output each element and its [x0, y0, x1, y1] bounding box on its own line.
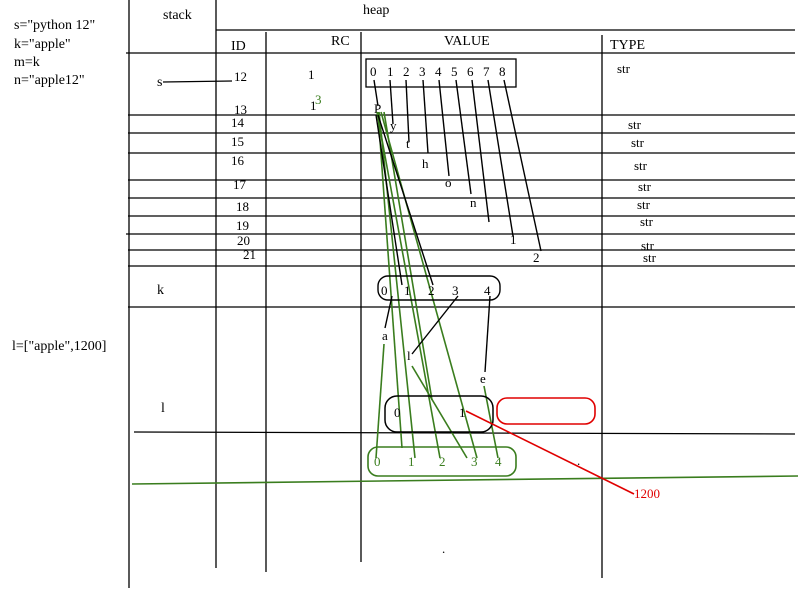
array-index: 2: [403, 64, 410, 79]
array-index: 1: [387, 64, 394, 79]
array-index: 0: [394, 405, 401, 420]
array-index: 0: [374, 454, 381, 469]
id-cell: 20: [237, 233, 250, 248]
value-1200-label: 1200: [634, 486, 660, 501]
code-line: m=k: [14, 55, 40, 70]
l-array: 0 1: [384, 395, 596, 433]
string-char: h: [422, 156, 429, 171]
source-code: s="python 12" k="apple" m=k n="apple12" …: [12, 18, 106, 354]
type-cell: str: [628, 117, 642, 132]
id-cell: 21: [243, 247, 256, 262]
type-header: TYPE: [610, 38, 645, 53]
type-cell: str: [640, 214, 654, 229]
type-cell: str: [637, 197, 651, 212]
type-cell: str: [631, 135, 645, 150]
string-char: y: [390, 118, 397, 133]
green-array-box: [367, 446, 517, 477]
k-char: a: [382, 328, 388, 343]
array-index: 2: [439, 454, 446, 469]
k-array: 0 1 2 3 4 a l e: [377, 275, 501, 386]
stray-dot: .: [577, 453, 580, 468]
k-char: l: [407, 348, 411, 363]
array-index: 3: [419, 64, 426, 79]
stack-header: stack: [163, 8, 192, 23]
id-cell: 13: [234, 102, 247, 117]
code-line: n="apple12": [14, 73, 85, 88]
id-cell: 12: [234, 69, 247, 84]
column-headers: stack heap ID RC VALUE TYPE: [163, 3, 645, 54]
string-char: o: [445, 175, 452, 190]
array-index: 0: [381, 283, 388, 298]
type-cell: str: [617, 61, 631, 76]
stack-var-s: s: [157, 75, 162, 90]
type-cell: str: [634, 158, 648, 173]
id-cell: 19: [236, 218, 249, 233]
rc-cell: 1: [310, 98, 317, 113]
array-index: 0: [370, 64, 377, 79]
array-index: 3: [452, 283, 459, 298]
string-array-pointers: [373, 79, 542, 252]
array-index: 6: [467, 64, 474, 79]
array-index: 4: [484, 283, 491, 298]
stack-pointer-arrow: [162, 80, 233, 83]
array-index: 2: [428, 283, 435, 298]
array-index: 4: [495, 454, 502, 469]
string-array-box: [365, 58, 517, 88]
k-array-pointers: [384, 295, 491, 373]
k-array-box: [377, 275, 501, 301]
type-cell: str: [641, 238, 655, 253]
rc-cell: 1: [308, 67, 315, 82]
stack-var-k: k: [157, 283, 164, 298]
array-index: 4: [435, 64, 442, 79]
stack-var-l: l: [161, 401, 165, 416]
string-char: 2: [533, 250, 540, 265]
stray-dot: .: [442, 541, 445, 556]
id-cell: 18: [236, 199, 249, 214]
table-grid: [126, 0, 796, 588]
rc-header: RC: [331, 34, 350, 49]
k-char: e: [480, 371, 486, 386]
k-reference-lines: [375, 114, 434, 286]
string-char: 1: [510, 232, 517, 247]
type-column: str str str str str str str str str: [617, 61, 657, 265]
value-1200: 1200: [465, 410, 660, 501]
id-cell: 17: [233, 177, 247, 192]
string-char: P: [374, 101, 381, 116]
id-header: ID: [231, 39, 246, 54]
string-char: t: [406, 136, 410, 151]
array-index: 1: [459, 405, 466, 420]
row-rule: [133, 431, 796, 435]
id-cell: 14: [231, 115, 245, 130]
stack-variables: s k l: [157, 75, 233, 416]
value-header: VALUE: [444, 34, 490, 49]
code-line: s="python 12": [14, 18, 95, 33]
red-pointer-line: [465, 410, 635, 495]
green-array: 0 1 2 3 4: [367, 446, 517, 477]
rc-cell-updated: 3: [315, 92, 322, 107]
type-cell: str: [638, 179, 652, 194]
array-index: 1: [404, 283, 411, 298]
array-index: 7: [483, 64, 490, 79]
heap-header: heap: [363, 3, 389, 18]
type-cell: str: [643, 250, 657, 265]
code-line: k="apple": [14, 37, 71, 52]
new-object-box: [496, 397, 596, 425]
string-array: 0 1 2 3 4 5 6 7 8 P y t h o n 1 2: [365, 58, 542, 265]
array-index: 8: [499, 64, 506, 79]
id-column: 12 13 14 15 16 17 18 19 20 21: [231, 69, 256, 262]
code-line: l=["apple",1200]: [12, 339, 106, 354]
array-index: 1: [408, 454, 415, 469]
array-index: 3: [471, 454, 478, 469]
id-cell: 16: [231, 153, 245, 168]
array-index: 5: [451, 64, 458, 79]
green-divider-line: [131, 475, 799, 485]
l-array-box: [384, 395, 494, 433]
id-cell: 15: [231, 134, 244, 149]
string-char: n: [470, 195, 477, 210]
rc-column: 1 1 3: [308, 67, 322, 113]
